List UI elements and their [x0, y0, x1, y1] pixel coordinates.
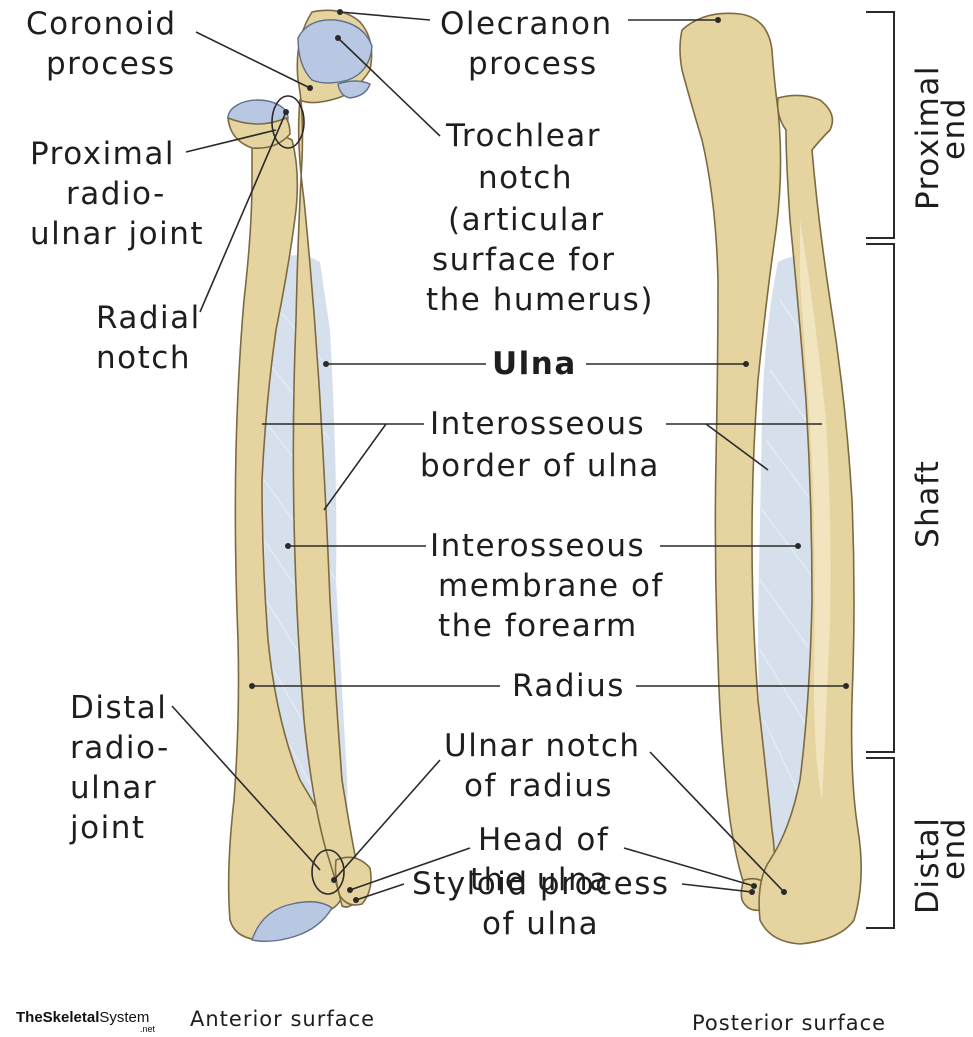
label-trochlear-line2: notch — [478, 160, 573, 196]
region-distal-line2: end — [936, 817, 972, 880]
label-trochlear-line5: the humerus) — [426, 282, 654, 318]
label-olecranon-process: Olecranon process — [440, 6, 613, 82]
region-brackets — [866, 12, 894, 928]
shaft-bracket — [866, 244, 894, 752]
label-trochlear-line1: Trochlear — [445, 118, 601, 154]
distal-bracket — [866, 758, 894, 928]
anterior-view — [228, 10, 372, 941]
label-membrane-line1: Interosseous — [430, 528, 645, 564]
label-ulnar-notch-of-radius: Ulnar notch of radius — [444, 728, 641, 804]
logo-text: TheSkeletalSystem — [16, 1009, 149, 1026]
label-ulnar-notch-line1: Ulnar notch — [444, 728, 641, 764]
proximal-bracket — [866, 12, 894, 238]
label-ulna: Ulna — [492, 346, 577, 382]
label-distal-joint-line4: joint — [69, 810, 146, 846]
region-proximal-label: Proximal end — [910, 65, 972, 210]
site-logo: TheSkeletalSystem .net — [16, 1009, 156, 1034]
label-proximal-radioulnar-joint: Proximal radio- ulnar joint — [30, 136, 204, 252]
logo-suffix: .net — [140, 1024, 156, 1034]
label-olecranon-line2: process — [468, 46, 598, 82]
label-styloid-process: Styloid process of ulna — [412, 866, 670, 942]
label-trochlear-line3: (articular — [448, 202, 605, 238]
label-radius: Radius — [512, 668, 625, 704]
anterior-ulna-head — [336, 857, 372, 905]
label-head-line1: Head of — [478, 822, 609, 858]
label-distal-joint-line3: ulnar — [70, 770, 157, 806]
label-styloid-line2: of ulna — [482, 906, 599, 942]
label-proximal-line2: radio- — [66, 176, 166, 212]
label-border-line2: border of ulna — [420, 448, 660, 484]
label-radial-notch-line2: notch — [96, 340, 191, 376]
label-trochlear-notch: Trochlear notch (articular surface for t… — [426, 118, 654, 318]
label-proximal-line3: ulnar joint — [30, 216, 204, 252]
label-radial-notch-line1: Radial — [96, 300, 201, 336]
caption-anterior-surface: Anterior surface — [190, 1007, 375, 1031]
region-shaft-label: Shaft — [910, 460, 946, 548]
label-border-line1: Interosseous — [430, 406, 645, 442]
region-proximal-line2: end — [936, 97, 972, 160]
label-ulnar-notch-line2: of radius — [464, 768, 613, 804]
label-coronoid-line1: Coronoid — [26, 6, 177, 42]
caption-posterior-surface: Posterior surface — [692, 1011, 886, 1035]
logo-strong-part: TheSkeletal — [16, 1009, 99, 1026]
label-proximal-line1: Proximal — [30, 136, 175, 172]
label-olecranon-line1: Olecranon — [440, 6, 613, 42]
label-radial-notch: Radial notch — [96, 300, 201, 376]
label-trochlear-line4: surface for — [432, 242, 616, 278]
region-distal-label: Distal end — [910, 817, 972, 914]
label-interosseous-border: Interosseous border of ulna — [420, 406, 660, 484]
label-styloid-line1: Styloid process — [412, 866, 670, 902]
label-membrane-line3: the forearm — [438, 608, 638, 644]
label-membrane-line2: membrane of — [438, 568, 664, 604]
label-coronoid-process: Coronoid process — [26, 6, 177, 82]
label-distal-joint-line2: radio- — [70, 730, 170, 766]
label-distal-radioulnar-joint: Distal radio- ulnar joint — [69, 690, 170, 846]
label-coronoid-line2: process — [46, 46, 176, 82]
posterior-view — [680, 13, 861, 944]
label-distal-joint-line1: Distal — [70, 690, 167, 726]
label-interosseous-membrane: Interosseous membrane of the forearm — [430, 528, 664, 644]
